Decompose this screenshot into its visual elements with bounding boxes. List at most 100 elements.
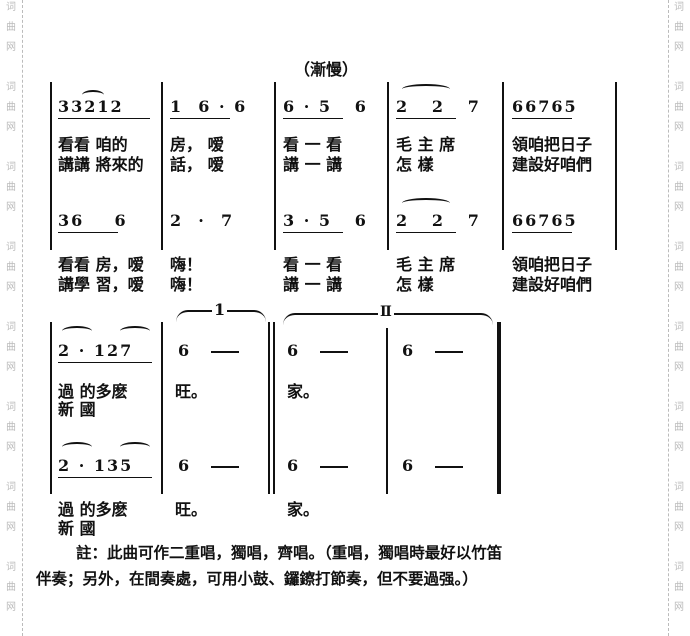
watermark: 词 曲 网 [674, 322, 684, 373]
sustain-dash [211, 351, 239, 353]
footnote-line-1: 註：此曲可作二重唱，獨唱，齊唱。（重唱，獨唱時最好以竹笛 [76, 543, 503, 562]
note-group: 6 [402, 456, 416, 475]
sustain-dash [320, 466, 348, 468]
lyric: 講 一 講 [283, 275, 343, 294]
watermark: 词 曲 网 [6, 242, 16, 293]
barline [386, 328, 388, 494]
footnote-line-2: 伴奏；另外，在間奏處，可用小鼓、鑼鑔打節奏，但不要過强。） [36, 569, 478, 588]
underline [396, 118, 456, 119]
lyric: 看 一 看 [283, 255, 343, 274]
lyric: 新 國 [58, 519, 96, 538]
note-group: 6 [178, 456, 192, 475]
underline [58, 232, 118, 233]
watermark: 词 曲 网 [6, 482, 16, 533]
barline [273, 322, 275, 494]
final-barline [497, 322, 501, 494]
lyric: 家。 [287, 500, 320, 519]
note-group: 6 [287, 341, 301, 360]
watermark: 词 曲 网 [674, 82, 684, 133]
watermark: 词 曲 网 [6, 402, 16, 453]
note-group: 2 · 7 [170, 211, 235, 230]
margin-line-left [22, 0, 23, 636]
sustain-dash [435, 466, 463, 468]
barline [161, 322, 163, 494]
underline [283, 118, 343, 119]
watermark: 词 曲 网 [674, 402, 684, 453]
barline [268, 322, 270, 494]
lyric: 旺。 [175, 382, 208, 401]
lyric: 怎 樣 [396, 275, 434, 294]
note-group: 66765 [512, 97, 578, 116]
lyric: 看 一 看 [283, 135, 343, 154]
watermark: 词 曲 网 [674, 242, 684, 293]
watermark: 词 曲 网 [6, 2, 16, 53]
note-group: 2 · 135 [58, 456, 134, 475]
margin-line-right [668, 0, 669, 636]
note-group: 2 2 7 [396, 211, 481, 230]
note-group: 1 6 · 6 [170, 97, 248, 116]
underline [283, 232, 343, 233]
slur [120, 326, 150, 336]
note-group: 3 · 5 6 [283, 211, 368, 230]
underline [512, 232, 572, 233]
lyric: 看看 咱的 [58, 135, 128, 154]
volta-1-label: 1 [212, 300, 228, 320]
barline [50, 82, 52, 250]
lyric: 毛 主 席 [396, 255, 456, 274]
slur [82, 90, 104, 100]
lyric: 講學 習，嗳 [58, 275, 144, 294]
slur [402, 84, 450, 94]
lyric: 新 國 [58, 400, 96, 419]
sustain-dash [320, 351, 348, 353]
watermark: 词 曲 网 [674, 562, 684, 613]
lyric: 過 的多麽 [58, 500, 128, 519]
note-group: 2 · 127 [58, 341, 134, 360]
lyric: 講 一 講 [283, 155, 343, 174]
slur [62, 326, 92, 336]
note-group: 66765 [512, 211, 578, 230]
lyric: 建設好咱們 [512, 155, 593, 174]
barline [274, 82, 276, 250]
lyric: 嗨！ [170, 255, 203, 274]
lyric: 看看 房，嗳 [58, 255, 144, 274]
barline [502, 82, 504, 250]
volta-2-label: Ⅱ [378, 303, 394, 321]
underline [170, 118, 230, 119]
slur [120, 442, 150, 452]
underline [58, 362, 152, 363]
sustain-dash [435, 351, 463, 353]
tempo-marking: （漸慢） [294, 60, 359, 79]
note-group: 33212 [58, 97, 124, 116]
underline [58, 118, 150, 119]
barline [615, 82, 617, 250]
note-group: 6 [178, 341, 192, 360]
underline [396, 232, 456, 233]
lyric: 旺。 [175, 500, 208, 519]
lyric: 怎 樣 [396, 155, 434, 174]
lyric: 領咱把日子 [512, 255, 593, 274]
lyric: 房， 嗳 [170, 135, 224, 154]
slur [62, 442, 92, 452]
lyric: 過 的多麽 [58, 382, 128, 401]
lyric: 領咱把日子 [512, 135, 593, 154]
note-group: 6 [402, 341, 416, 360]
watermark: 词 曲 网 [674, 2, 684, 53]
slur [402, 198, 450, 208]
sustain-dash [211, 466, 239, 468]
note-group: 2 2 7 [396, 97, 481, 116]
note-group: 36 6 [58, 211, 128, 230]
watermark: 词 曲 网 [6, 82, 16, 133]
underline [512, 118, 572, 119]
barline [387, 82, 389, 250]
barline [50, 322, 52, 494]
lyric: 毛 主 席 [396, 135, 456, 154]
lyric: 話， 嗳 [170, 155, 224, 174]
watermark: 词 曲 网 [674, 482, 684, 533]
barline [161, 82, 163, 250]
note-group: 6 · 5 6 [283, 97, 368, 116]
watermark: 词 曲 网 [674, 162, 684, 213]
note-group: 6 [287, 456, 301, 475]
watermark: 词 曲 网 [6, 162, 16, 213]
watermark: 词 曲 网 [6, 562, 16, 613]
